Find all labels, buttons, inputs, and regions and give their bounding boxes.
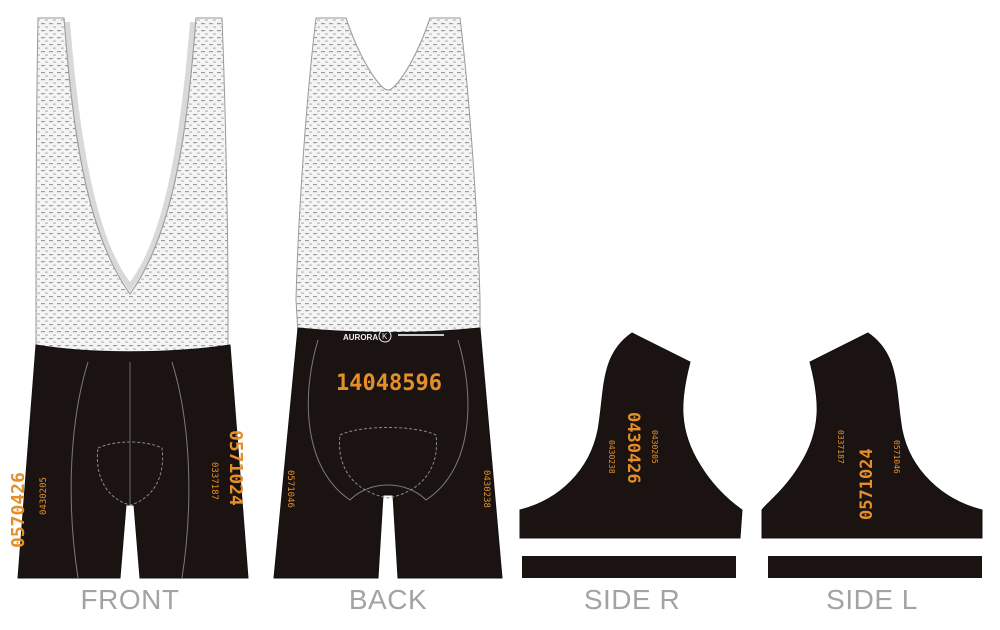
front-view-label: FRONT	[80, 584, 180, 615]
back-view: AURORA K 14048596 0571046 0430238	[273, 17, 503, 579]
front-right-big-number: 0571024	[225, 430, 246, 506]
brand-logo-text: AURORA	[343, 333, 378, 342]
front-left-small-number: 0430205	[39, 477, 49, 515]
back-chamois-stitch	[339, 427, 437, 499]
side-l-small-number-a: 0337187	[836, 430, 845, 464]
back-view-label: BACK	[348, 584, 428, 615]
svg-text:K: K	[382, 332, 388, 341]
back-left-small-number: 0571046	[285, 470, 295, 508]
side-l-hem-band	[768, 556, 982, 578]
front-bib-opening	[63, 17, 197, 295]
side-l-small-number-b: 0571046	[892, 440, 901, 474]
front-view: 0570426 0430205 0571024 0337187	[8, 17, 249, 579]
back-right-small-number: 0430238	[481, 470, 491, 508]
side-r-panel	[519, 332, 743, 539]
side-r-small-number-a: 0430205	[650, 430, 659, 464]
front-right-small-number: 0337187	[209, 462, 219, 500]
side-l-panel	[761, 332, 983, 539]
brand-tagline-mark	[398, 334, 444, 336]
front-shorts	[17, 344, 249, 579]
front-panel-seam-right	[171, 361, 190, 579]
back-big-number: 14048596	[336, 371, 442, 396]
side-r-hem-band	[522, 556, 736, 578]
side-r-big-number: 0430426	[623, 412, 643, 484]
front-left-big-number: 0570426	[8, 472, 29, 548]
side-l-view-label: SIDE L	[826, 584, 918, 615]
back-neck-opening	[345, 17, 431, 91]
side-l-big-number: 0571024	[857, 448, 877, 520]
back-seat-seam	[307, 339, 469, 501]
back-bib-mesh	[295, 17, 481, 335]
front-bib-mesh	[35, 17, 229, 353]
back-shorts	[273, 327, 503, 579]
side-l-view: 0571024 0337187 0571046	[761, 332, 983, 578]
side-r-view: 0430426 0430205 0430238	[519, 332, 743, 578]
side-r-view-label: SIDE R	[583, 584, 681, 615]
side-r-small-number-b: 0430238	[607, 440, 616, 474]
front-panel-seam-left	[70, 361, 89, 579]
brand-k-logo-icon	[378, 329, 392, 343]
